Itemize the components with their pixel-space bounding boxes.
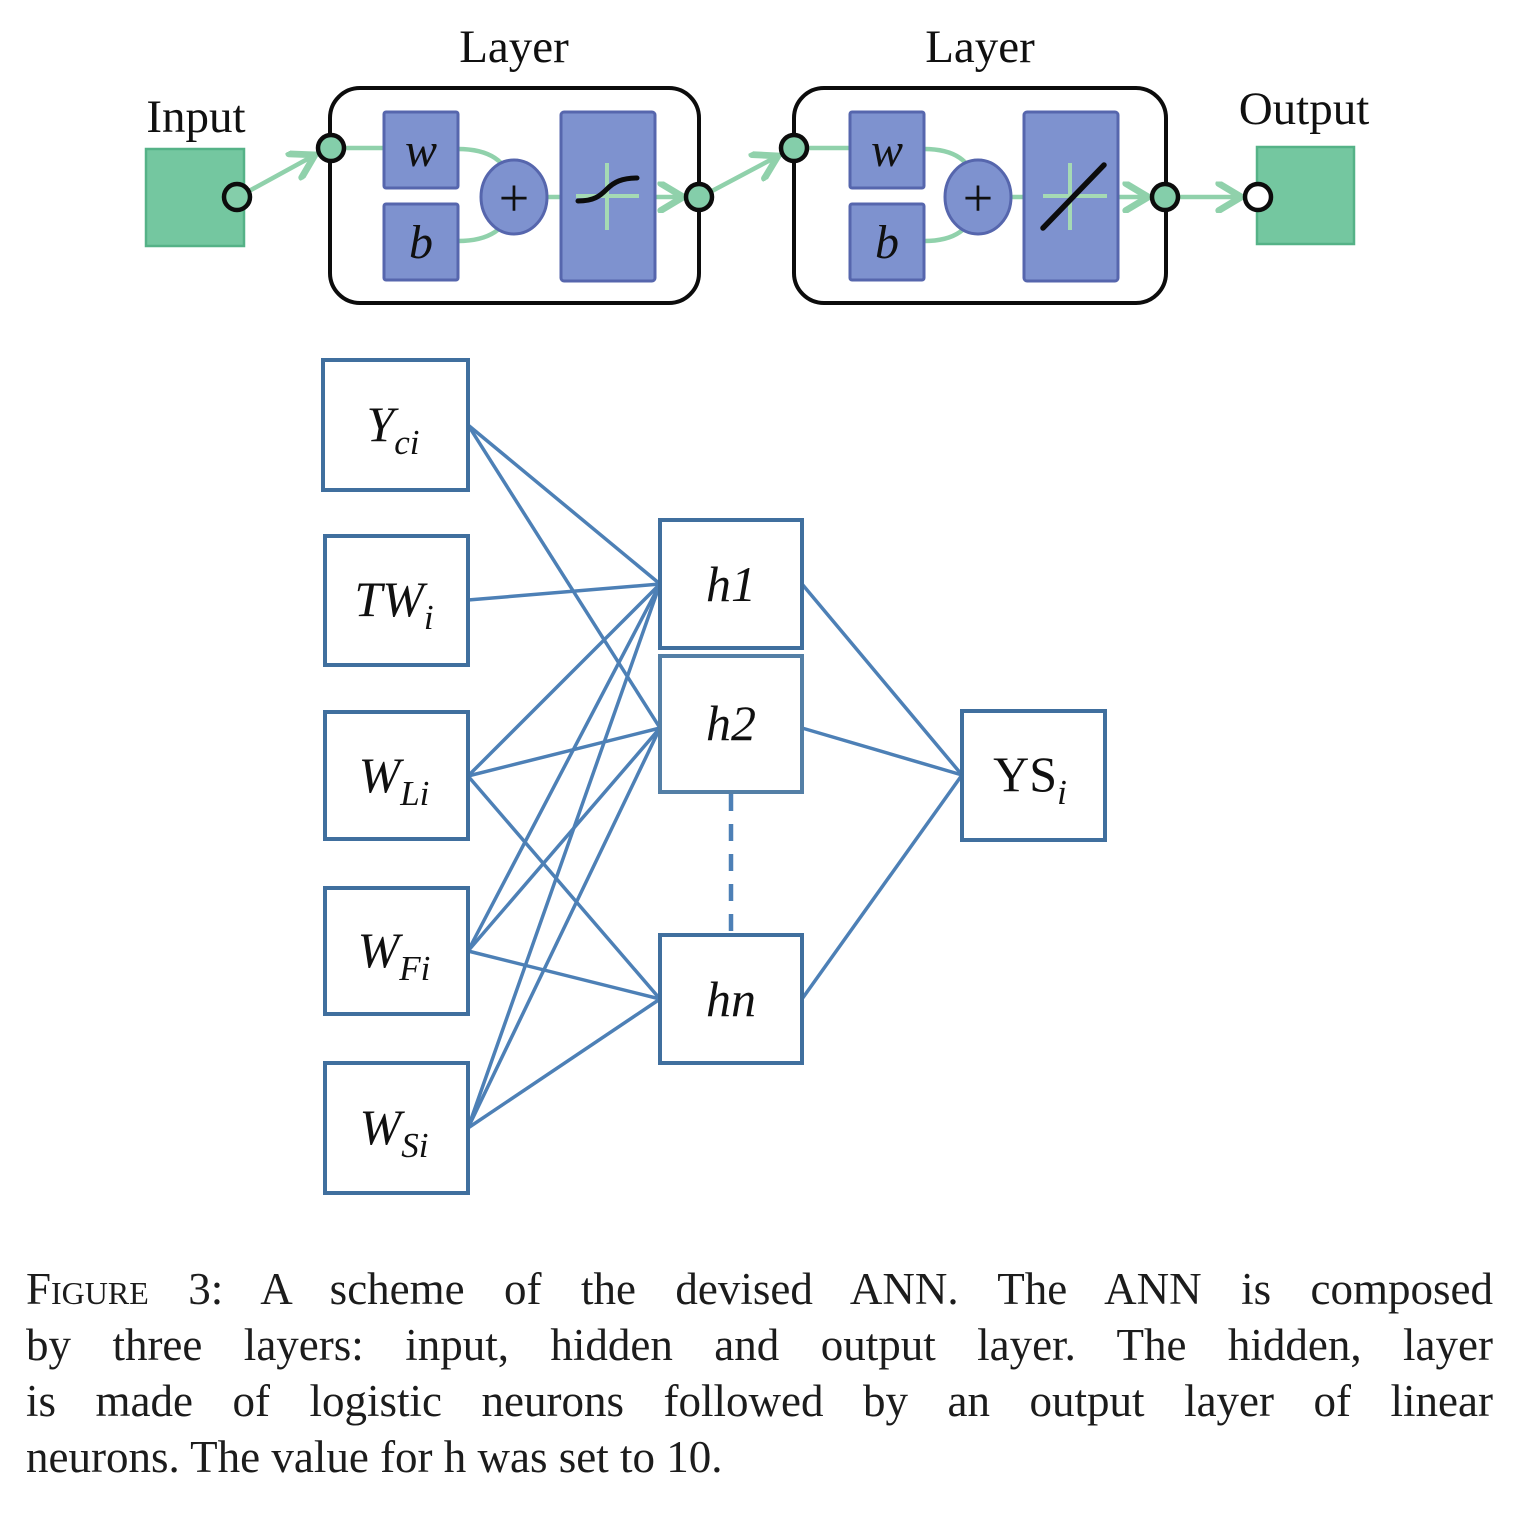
node-yci-label: Yci bbox=[366, 396, 419, 462]
bias-block-2 bbox=[848, 202, 926, 282]
sum-label-2: + bbox=[963, 168, 993, 228]
layer2-in-circle bbox=[778, 132, 810, 164]
node-hn bbox=[658, 933, 804, 1065]
edge-twi-h1 bbox=[467, 582, 661, 602]
caption-line-3: is made of logistic neurons followed by … bbox=[26, 1376, 1493, 1426]
linear-icon bbox=[1040, 162, 1107, 231]
sum-node-1 bbox=[479, 158, 549, 236]
edge-h1-ysi bbox=[800, 582, 964, 777]
node-h1 bbox=[658, 518, 804, 650]
edge-yci-h1 bbox=[466, 423, 662, 586]
node-ysi bbox=[960, 709, 1107, 842]
node-h2 bbox=[658, 654, 804, 794]
node-wfi-label: WFi bbox=[358, 922, 431, 988]
edge-wli-hn bbox=[466, 774, 662, 1001]
ann-graph: Yci TWi WLi WFi WSi h1 h2 hn YSi bbox=[321, 358, 1107, 1195]
edge-wli-h1 bbox=[466, 582, 662, 778]
edge-wfi-h1 bbox=[466, 583, 662, 952]
edge-yci-h2 bbox=[466, 424, 662, 729]
weight-block-1 bbox=[382, 110, 460, 190]
layer1-in-circle bbox=[315, 132, 347, 164]
output-title: Output bbox=[1239, 83, 1370, 135]
edge-wsi-hn bbox=[467, 997, 661, 1130]
node-h2-label: h2 bbox=[706, 695, 756, 751]
sum-label-1: + bbox=[499, 168, 529, 228]
caption-line-1-text: A scheme of the devised ANN. The ANN is … bbox=[260, 1264, 1493, 1314]
edge-hn-ysi bbox=[800, 773, 964, 1001]
node-yci bbox=[321, 358, 470, 492]
node-wsi bbox=[323, 1061, 470, 1195]
caption-line-1: Figure 3: A scheme of the devised ANN. T… bbox=[26, 1261, 1493, 1317]
node-twi-label: TWi bbox=[354, 571, 433, 637]
node-twi bbox=[323, 534, 470, 667]
node-wfi bbox=[323, 886, 470, 1016]
figure-number-label: Figure 3: bbox=[26, 1264, 224, 1314]
layer2-title: Layer bbox=[925, 21, 1035, 73]
edge-wli-h2 bbox=[467, 726, 661, 778]
output-port-circle bbox=[1242, 181, 1274, 213]
input-title: Input bbox=[146, 91, 245, 143]
node-wli bbox=[323, 710, 470, 841]
edge-wfi-hn bbox=[467, 949, 661, 1001]
layer2-out-circle bbox=[1149, 181, 1181, 213]
edge-wsi-h2 bbox=[466, 727, 662, 1129]
caption-line-2: by three layers: input, hidden and outpu… bbox=[26, 1320, 1493, 1370]
weight-label-1: w bbox=[405, 124, 437, 177]
weight-block-2 bbox=[848, 110, 926, 190]
ann-figure: Layer Layer Input Output bbox=[144, 21, 1370, 1195]
node-hn-label: hn bbox=[706, 971, 756, 1027]
edge-wsi-h1 bbox=[466, 583, 662, 1129]
graph-edges bbox=[466, 423, 964, 1130]
sum-node-2 bbox=[943, 158, 1013, 236]
layer1-out-circle bbox=[683, 181, 715, 213]
figure-caption: Figure 3: A scheme of the devised ANN. T… bbox=[0, 1235, 1519, 1485]
layer1-title: Layer bbox=[459, 21, 569, 73]
node-wli-label: WLi bbox=[359, 747, 430, 813]
node-h1-label: h1 bbox=[706, 556, 756, 612]
sigmoid-icon bbox=[575, 163, 640, 230]
bias-label-2: b bbox=[875, 216, 899, 269]
edge-h2-ysi bbox=[801, 726, 963, 777]
arrow-layer1-to-layer2 bbox=[709, 157, 776, 194]
bias-block-1 bbox=[382, 202, 460, 282]
input-port-circle bbox=[221, 181, 253, 213]
node-wsi-label: WSi bbox=[360, 1099, 429, 1165]
node-ysi-label: YSi bbox=[993, 746, 1067, 812]
weight-label-2: w bbox=[871, 124, 903, 177]
caption-line-4: neurons. The value for h was set to 10. bbox=[26, 1432, 723, 1482]
arrow-input-to-layer1 bbox=[246, 156, 313, 194]
edge-wfi-h2 bbox=[466, 726, 662, 953]
layer-block-diagram: Layer Layer Input Output bbox=[144, 21, 1370, 305]
bias-label-1: b bbox=[409, 216, 433, 269]
